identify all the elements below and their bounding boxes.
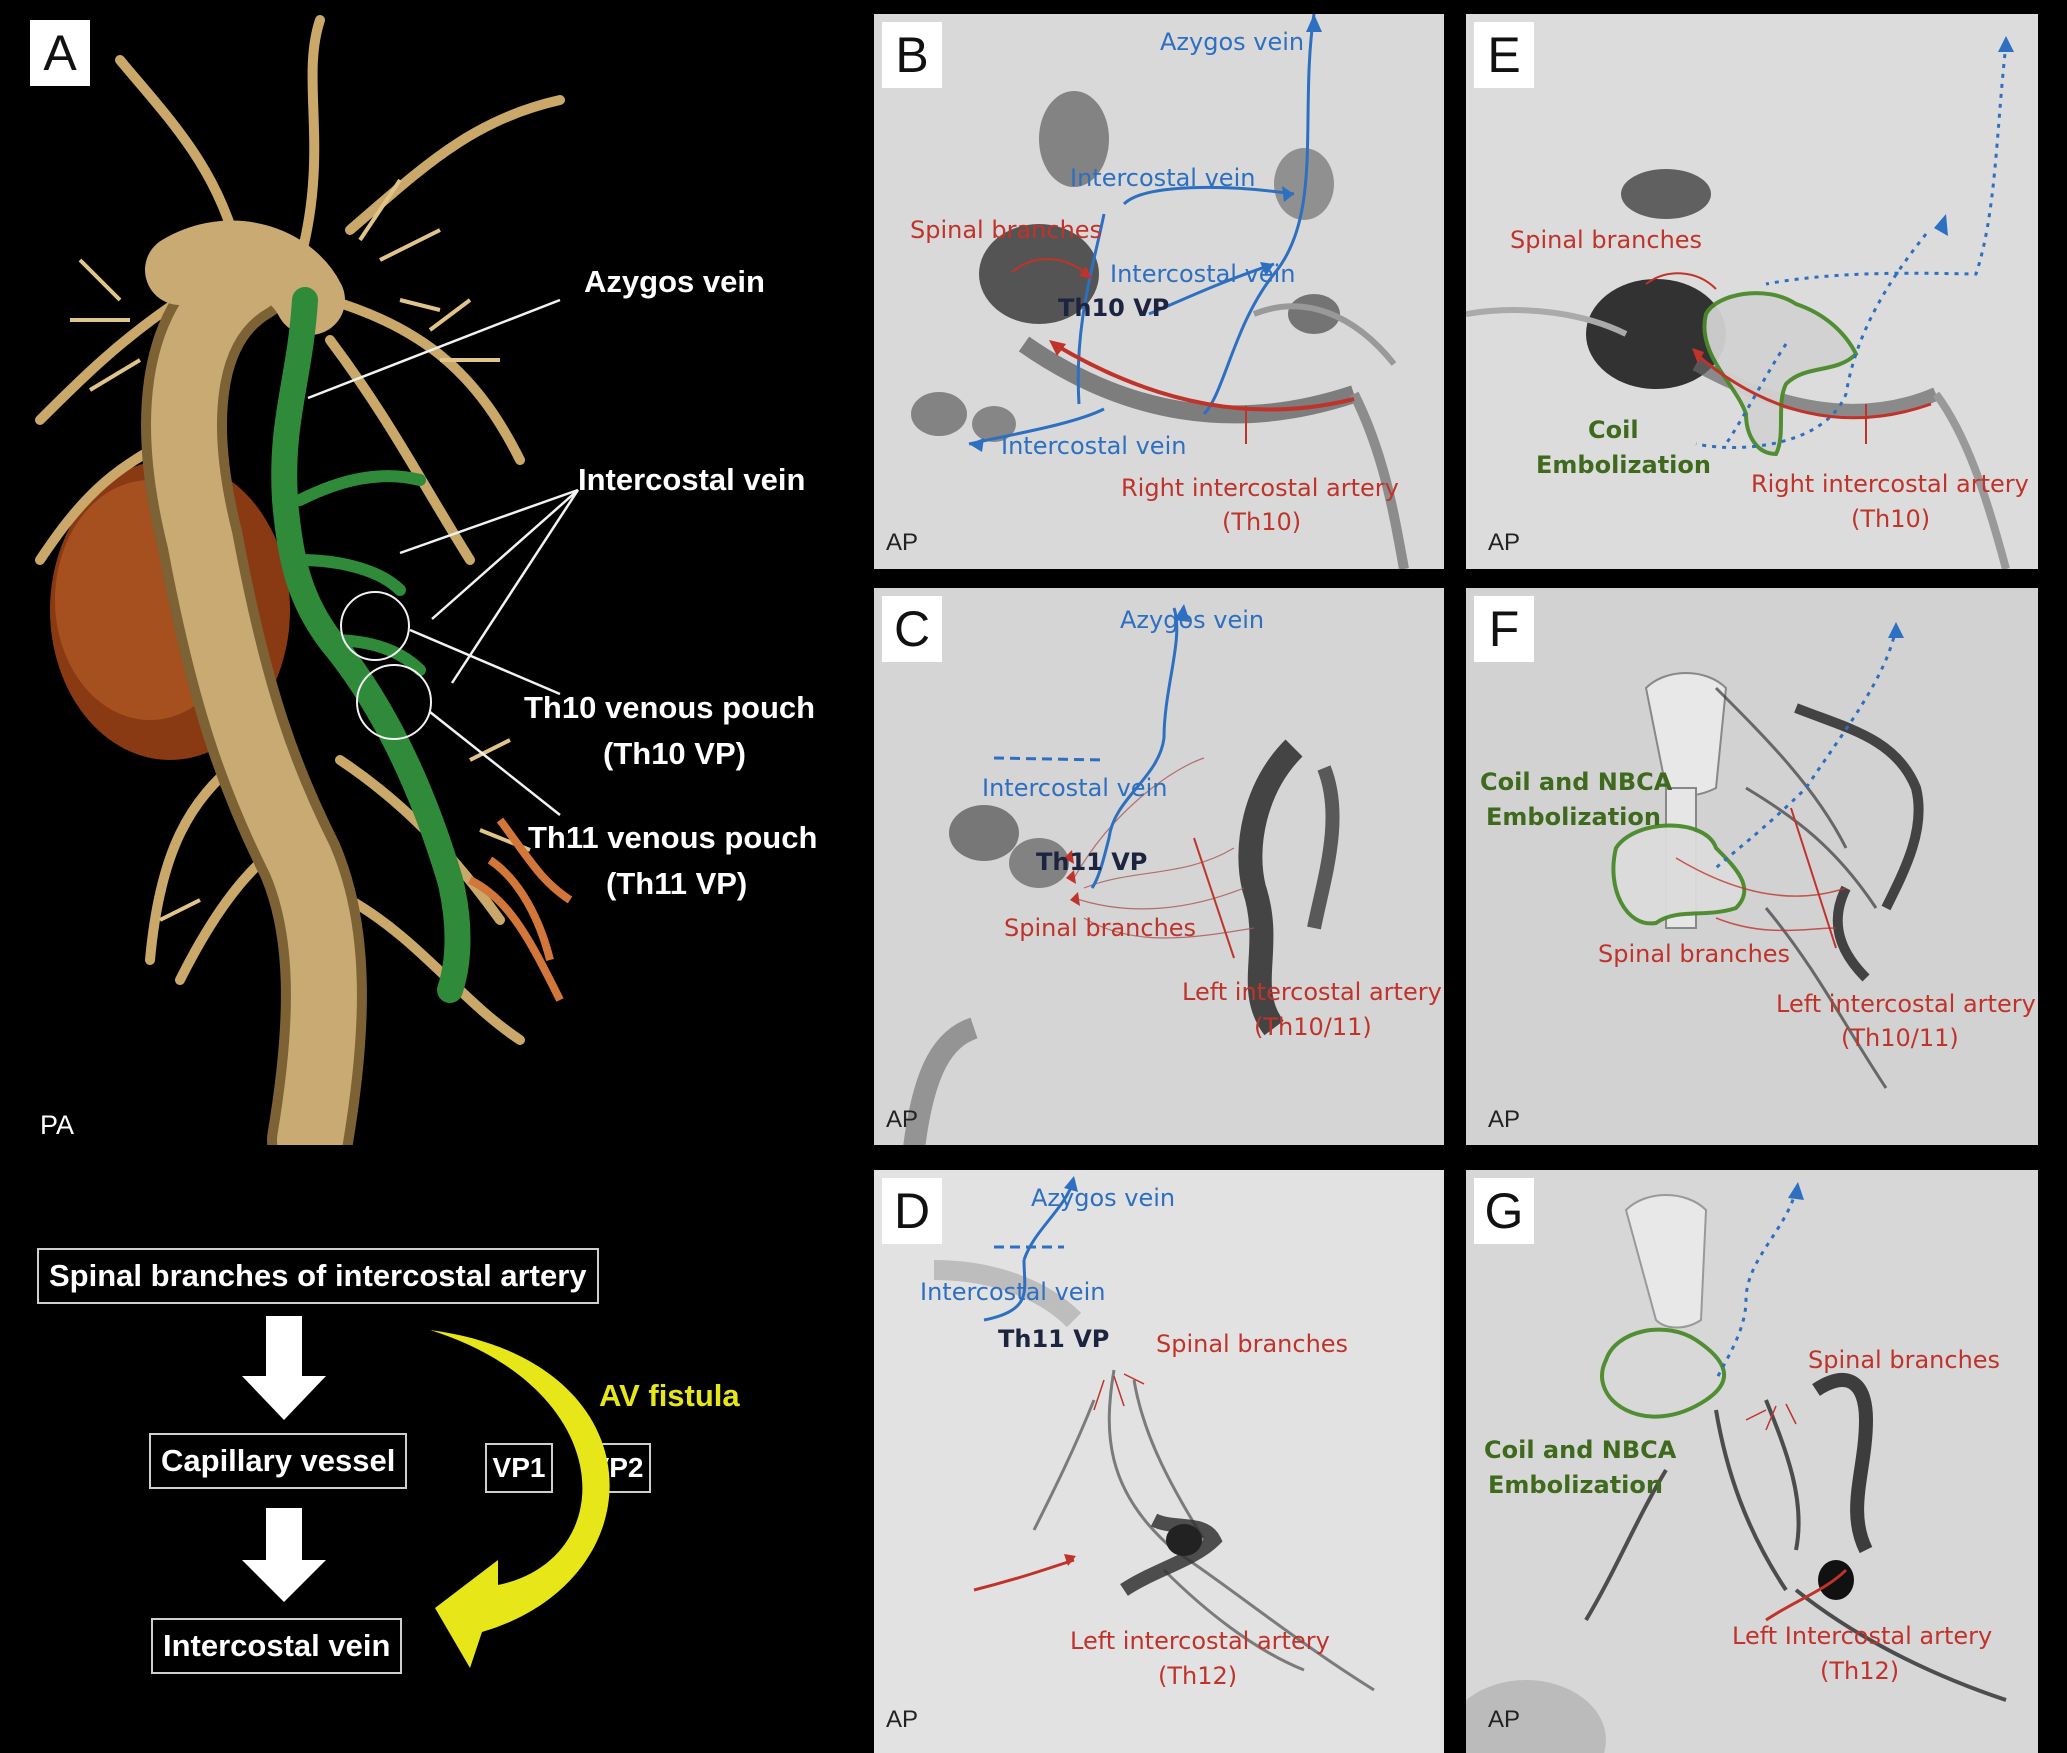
flow-step-intercostal-vein: Intercostal vein	[151, 1618, 403, 1674]
b-th10-vp-label: Th10 VP	[1058, 294, 1170, 322]
av-fistula-arrow-icon	[430, 1330, 610, 1668]
e-coil-label-line2: Embolization	[1536, 451, 1711, 479]
g-spinal-branches-label: Spinal branches	[1808, 1346, 2001, 1374]
f-coil-label-line2: Embolization	[1486, 803, 1661, 831]
flow-step-capillary-vessel: Capillary vessel	[149, 1433, 408, 1489]
panel-d-angiogram: D AP Azygos vein Intercostal vein Th11 V…	[874, 1170, 1444, 1753]
c-artery-label-line2: (Th10/11)	[1254, 1013, 1372, 1041]
g-coil-label-line1: Coil and NBCA	[1484, 1436, 1677, 1464]
panel-e-letter: E	[1474, 22, 1534, 88]
d-artery-label-line1: Left intercostal artery	[1070, 1627, 1330, 1655]
b-azygos-vein-label: Azygos vein	[1160, 28, 1305, 56]
b-intercostal-vein-bottom-label: Intercostal vein	[1001, 432, 1187, 460]
panel-f-letter: F	[1474, 596, 1534, 662]
panel-b-letter: B	[882, 22, 942, 88]
e-spinal-branches-label: Spinal branches	[1510, 226, 1703, 254]
g-artery-label-line2: (Th12)	[1820, 1657, 1900, 1685]
e-coil-label-line1: Coil	[1588, 416, 1639, 444]
f-artery-label-line1: Left intercostal artery	[1776, 990, 2036, 1018]
panel-c-angiogram: C AP Azygos vein Intercostal vein Th11 V…	[874, 588, 1444, 1145]
intercostal-vein-label: Intercostal vein	[578, 462, 806, 497]
g-artery-label-line1: Left Intercostal artery	[1732, 1622, 1993, 1650]
panel-e-angiogram: E AP Spinal branches Coil Embolization R…	[1466, 14, 2038, 569]
panel-b-view-label: AP	[886, 529, 919, 556]
f-artery-label-line2: (Th10/11)	[1841, 1024, 1959, 1052]
c-spinal-branches-label: Spinal branches	[1004, 914, 1197, 942]
av-fistula-label: AV fistula	[599, 1378, 740, 1413]
e-artery-label-line2: (Th10)	[1851, 505, 1931, 533]
vp2-box: VP2	[583, 1443, 651, 1493]
panel-a-3d-angiography: A PA	[0, 0, 590, 1145]
vp1-box: VP1	[485, 1443, 553, 1493]
c-intercostal-vein-label: Intercostal vein	[982, 774, 1168, 802]
azygos-vein-label: Azygos vein	[584, 264, 765, 299]
f-coil-label-line1: Coil and NBCA	[1480, 768, 1673, 796]
panel-e-view-label: AP	[1488, 529, 1521, 556]
panel-d-view-label: AP	[886, 1706, 919, 1733]
panel-d-letter: D	[882, 1178, 942, 1244]
g-coil-label-line2: Embolization	[1488, 1471, 1663, 1499]
th11-vp-label-line1: Th11 venous pouch	[528, 820, 818, 855]
panel-c-view-label: AP	[886, 1106, 919, 1133]
panel-g-view-label: AP	[1488, 1706, 1521, 1733]
d-artery-label-line2: (Th12)	[1158, 1662, 1238, 1690]
b-intercostal-vein-top-label: Intercostal vein	[1070, 164, 1256, 192]
flow-step-spinal-branches: Spinal branches of intercostal artery	[37, 1248, 599, 1304]
panel-a-image	[35, 15, 580, 1145]
panel-c-letter: C	[882, 596, 942, 662]
c-th11-vp-label: Th11 VP	[1036, 848, 1148, 876]
down-arrow-icon	[242, 1508, 326, 1602]
th10-vp-label-line2: (Th10 VP)	[603, 736, 746, 771]
c-artery-label-line1: Left intercostal artery	[1182, 978, 1442, 1006]
d-spinal-branches-label: Spinal branches	[1156, 1330, 1349, 1358]
panel-a-letter: A	[30, 20, 90, 86]
panel-a-view-label: PA	[40, 1110, 75, 1140]
panel-g-angiogram: G AP Spinal branches Coil and NBCA Embol…	[1466, 1170, 2038, 1753]
d-intercostal-vein-label: Intercostal vein	[920, 1278, 1106, 1306]
th11-vp-label-line2: (Th11 VP)	[606, 866, 748, 901]
d-th11-vp-label: Th11 VP	[998, 1325, 1110, 1353]
b-artery-label-line2: (Th10)	[1222, 508, 1302, 536]
f-spinal-branches-label: Spinal branches	[1598, 940, 1791, 968]
panel-f-angiogram: F AP Coil and NBCA Embolization Spinal b…	[1466, 588, 2038, 1145]
panel-g-letter: G	[1474, 1178, 1534, 1244]
b-artery-label-line1: Right intercostal artery	[1121, 474, 1399, 502]
th10-vp-label-line1: Th10 venous pouch	[524, 690, 816, 725]
e-artery-label-line1: Right intercostal artery	[1751, 470, 2029, 498]
panel-f-view-label: AP	[1488, 1106, 1521, 1133]
panel-b-angiogram: B AP Azygos vein Intercostal vein Spinal…	[874, 14, 1444, 569]
d-azygos-vein-label: Azygos vein	[1031, 1184, 1176, 1212]
b-spinal-branches-label: Spinal branches	[910, 216, 1103, 244]
c-azygos-vein-label: Azygos vein	[1120, 606, 1265, 634]
b-intercostal-vein-mid-label: Intercostal vein	[1110, 260, 1296, 288]
down-arrow-icon	[242, 1316, 326, 1420]
